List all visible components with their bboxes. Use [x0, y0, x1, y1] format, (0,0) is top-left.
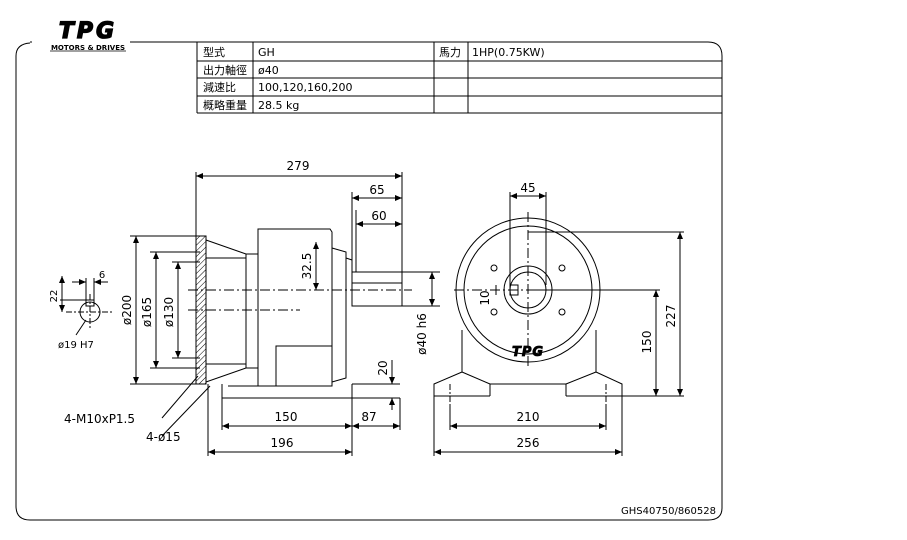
dim-256: 256 [517, 436, 540, 450]
drawing-number: GHS40750/860528 [621, 506, 716, 517]
spec-label-model: 型式 [203, 45, 225, 59]
spec-value-power: 1HP(0.75KW) [472, 46, 545, 59]
logo-mark: TPG [59, 19, 117, 44]
dim-45: 45 [520, 181, 535, 195]
spec-value-model: GH [258, 46, 275, 59]
dim-196: 196 [271, 436, 294, 450]
key-bore: ø19 H7 [58, 340, 94, 351]
dim-10: 10 [478, 290, 492, 305]
spec-value-ratio: 100,120,160,200 [258, 81, 352, 94]
spec-value-shaft: ø40 [258, 64, 279, 77]
note-tap: 4-M10xP1.5 [64, 412, 135, 426]
dim-center-32-5: 32.5 [300, 253, 314, 280]
dim-overall-length: 279 [287, 159, 310, 173]
front-emblem: TPG [512, 345, 544, 360]
dim-shaft-65: 65 [369, 183, 384, 197]
dim-shaft-60: 60 [371, 209, 386, 223]
dim-210: 210 [517, 410, 540, 424]
spec-table: 型式 GH 出力軸徑 ø40 減速比 100,120,160,200 概略重量 … [196, 42, 722, 114]
dia-130: ø130 [162, 297, 176, 327]
spec-label-ratio: 減速比 [203, 80, 236, 94]
dia-shaft: ø40 h6 [415, 313, 429, 355]
front-view [433, 192, 684, 456]
spec-label-weight: 概略重量 [203, 98, 247, 112]
company-logo: TPG MOTORS & DRIVES [50, 18, 126, 52]
drawing-frame [15, 41, 723, 521]
dim-foot-20: 20 [376, 360, 390, 375]
dia-200: ø200 [120, 295, 134, 325]
dim-150-side: 150 [275, 410, 298, 424]
spec-label-shaft: 出力軸徑 [203, 63, 247, 77]
dim-87: 87 [361, 410, 376, 424]
key-detail-view [59, 276, 114, 336]
dim-150-front: 150 [640, 331, 654, 354]
dim-227: 227 [664, 305, 678, 328]
dia-165: ø165 [140, 297, 154, 327]
key-dim-6: 6 [99, 270, 105, 281]
spec-value-weight: 28.5 kg [258, 99, 299, 112]
key-dim-22: 22 [49, 290, 60, 303]
side-view [130, 172, 440, 456]
spec-label-power: 馬力 [439, 46, 461, 59]
logo-tagline: MOTORS & DRIVES [51, 44, 125, 52]
note-holes: 4-ø15 [146, 430, 181, 444]
